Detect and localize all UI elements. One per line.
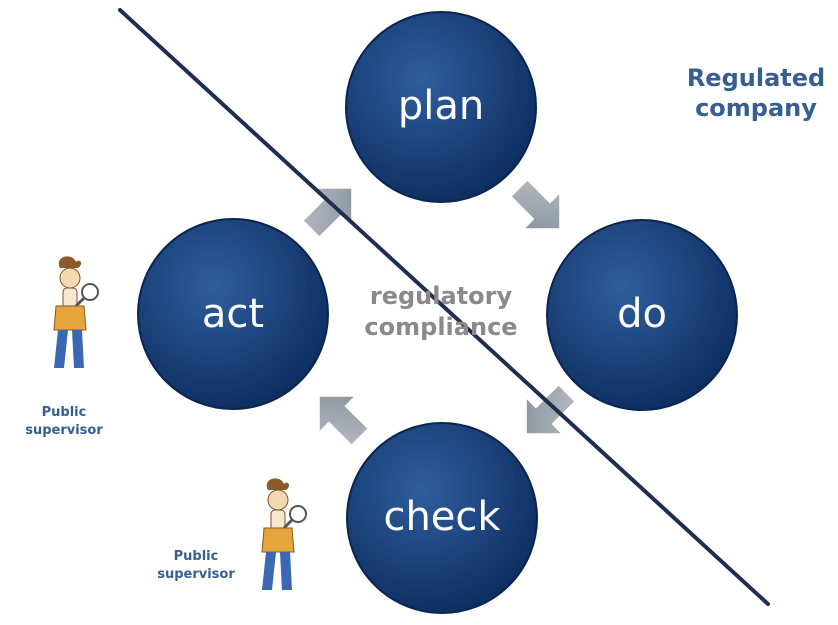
- arrow-check-to-act-icon: [319, 396, 368, 445]
- plan-label: plan: [397, 83, 485, 129]
- supervisor-caption-line2: supervisor: [25, 423, 103, 438]
- supervisor-caption-line1: Public: [173, 549, 219, 564]
- center-caption-line1: regulatory: [369, 282, 513, 310]
- company-caption-line2: company: [695, 94, 817, 122]
- company-caption: Regulated company: [681, 63, 831, 123]
- public-supervisor-figure-icon: [53, 256, 99, 368]
- public-supervisor-figure-icon: [261, 478, 307, 590]
- boundary-divider-line: [118, 8, 770, 606]
- circle-check: [346, 422, 538, 614]
- act-label: act: [201, 291, 265, 337]
- center-caption-line2: compliance: [364, 313, 518, 341]
- circle-plan: [345, 11, 537, 203]
- circle-act: [137, 218, 329, 410]
- circle-do: [546, 219, 738, 411]
- supervisor-caption: Public supervisor: [146, 548, 246, 584]
- supervisor-caption-line2: supervisor: [157, 567, 235, 582]
- do-label: do: [617, 291, 667, 337]
- supervisor-caption-line1: Public: [41, 405, 87, 420]
- arrow-plan-to-do-icon: [511, 180, 560, 229]
- arrow-do-to-check-icon: [526, 385, 575, 434]
- arrow-act-to-plan-icon: [303, 188, 352, 237]
- center-caption: regulatory compliance: [364, 281, 517, 343]
- supervisor-caption: Public supervisor: [14, 404, 114, 440]
- company-caption-line1: Regulated: [686, 64, 826, 92]
- check-label: check: [383, 494, 501, 540]
